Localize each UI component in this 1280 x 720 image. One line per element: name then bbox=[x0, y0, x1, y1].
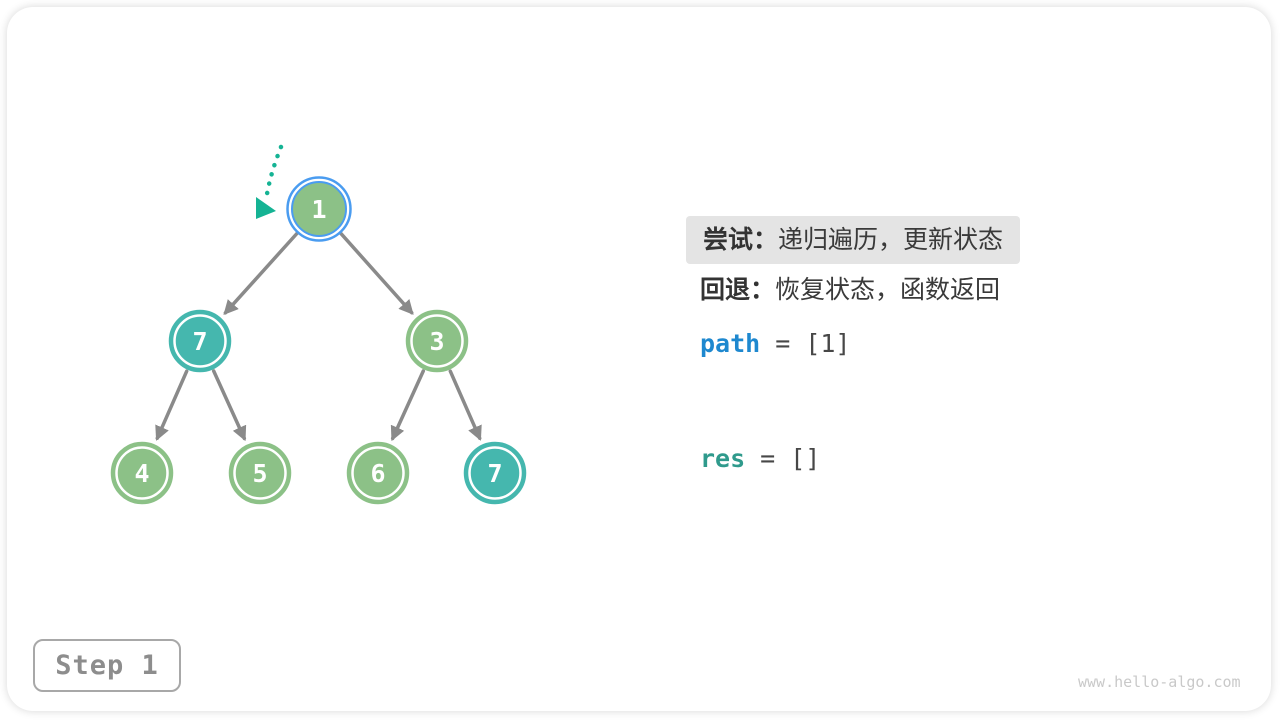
node-value: 1 bbox=[311, 195, 326, 224]
tree-node-left-right: 5 bbox=[228, 441, 292, 505]
tree-node-left-left: 4 bbox=[110, 441, 174, 505]
node-value: 6 bbox=[370, 459, 385, 488]
node-circle bbox=[463, 441, 527, 505]
backtrack-label: 回退： bbox=[700, 275, 776, 304]
highlight-ring bbox=[286, 176, 352, 242]
res-variable-name: res bbox=[700, 444, 746, 473]
tree-edge-root-left bbox=[223, 231, 299, 315]
node-inner-ring bbox=[351, 446, 405, 500]
tree-edge-root-right bbox=[339, 231, 414, 315]
node-circle bbox=[228, 441, 292, 505]
path-variable-value: = [1] bbox=[775, 329, 851, 358]
current-pointer-dotted-line bbox=[264, 144, 284, 197]
tree-node-right: 3 bbox=[405, 309, 469, 373]
backtrack-text: 恢复状态，函数返回 bbox=[775, 275, 1001, 304]
tree-node-root: 1 bbox=[286, 176, 352, 242]
tree-node-left: 7 bbox=[168, 309, 232, 373]
try-text: 递归遍历，更新状态 bbox=[778, 225, 1004, 254]
node-circle bbox=[110, 441, 174, 505]
node-inner-ring bbox=[173, 314, 227, 368]
path-variable-name: path bbox=[700, 329, 761, 358]
node-value: 4 bbox=[134, 459, 149, 488]
node-value: 5 bbox=[252, 459, 267, 488]
node-inner-ring bbox=[115, 446, 169, 500]
path-variable-line: path = [1] bbox=[700, 322, 850, 366]
backtrack-statement: 回退：恢复状态，函数返回 bbox=[700, 267, 1000, 313]
node-circle bbox=[346, 441, 410, 505]
tree-node-right-right: 7 bbox=[463, 441, 527, 505]
step-badge: Step 1 bbox=[33, 639, 181, 692]
node-inner-ring bbox=[468, 446, 522, 500]
node-inner-ring bbox=[410, 314, 464, 368]
watermark: www.hello-algo.com bbox=[1078, 673, 1241, 691]
node-circle bbox=[291, 181, 347, 237]
tree-edge-left-leftleft bbox=[155, 369, 189, 441]
node-value: 7 bbox=[192, 327, 207, 356]
node-value: 7 bbox=[487, 459, 502, 488]
node-inner-ring bbox=[233, 446, 287, 500]
tree-node-right-left: 6 bbox=[346, 441, 410, 505]
tree-edge-left-leftright bbox=[211, 369, 247, 442]
try-statement: 尝试：递归遍历，更新状态 bbox=[686, 216, 1021, 264]
try-label: 尝试： bbox=[703, 225, 779, 254]
res-variable-value: = [] bbox=[760, 444, 821, 473]
current-pointer-arrowhead-icon bbox=[256, 197, 276, 219]
tree-edge-right-rightright bbox=[448, 369, 482, 441]
node-circle bbox=[168, 309, 232, 373]
tree-edge-right-rightleft bbox=[390, 369, 426, 442]
node-value: 3 bbox=[429, 327, 444, 356]
node-circle bbox=[405, 309, 469, 373]
res-variable-line: res = [] bbox=[700, 437, 820, 481]
